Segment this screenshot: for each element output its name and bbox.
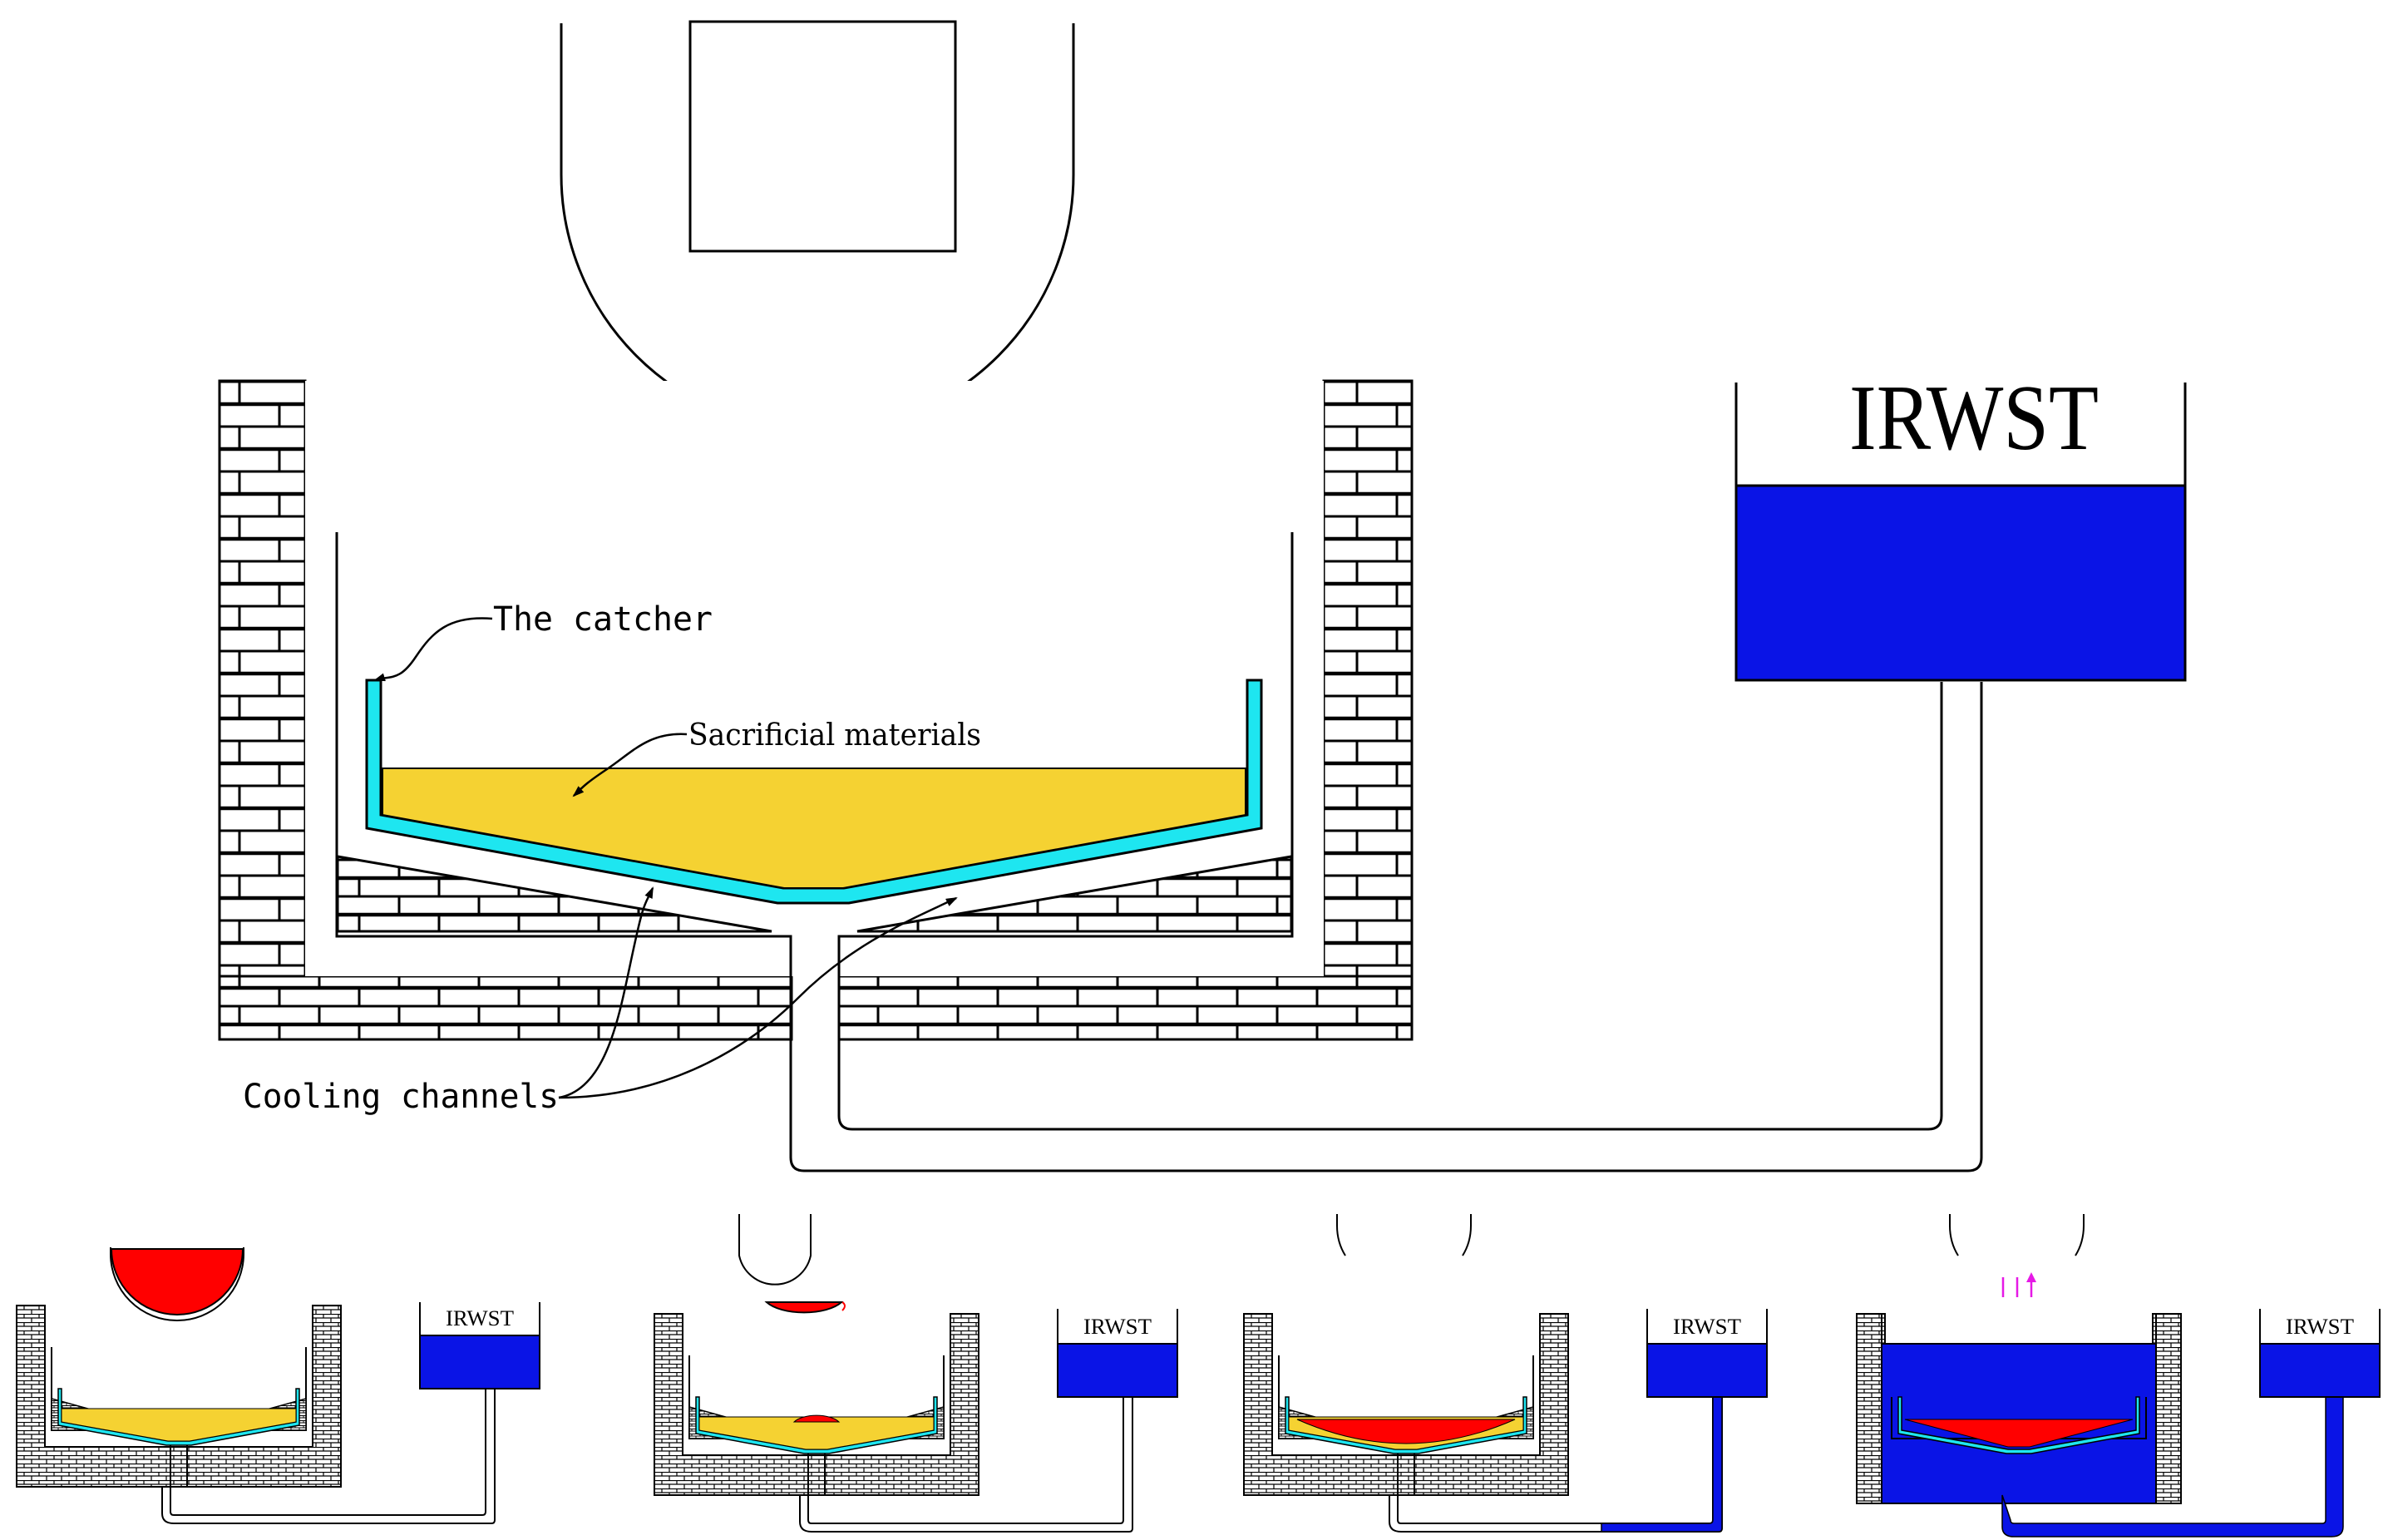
sacrificial-materials [382,768,1246,889]
irwst-tank: IRWST [1734,367,2187,682]
stage-panel-4: IRWST [1856,1214,2381,1538]
catcher-label: The catcher [493,600,713,639]
steam-arrows-icon [2001,1277,2031,1297]
irwst-label-1: IRWST [446,1306,514,1330]
melt-in-vessel [110,1248,244,1315]
cooling-water-pipe [789,682,1983,1172]
irwst-label: IRWST [1849,367,2099,470]
floor-brick-wedges [336,855,1293,933]
irwst-label-2: IRWST [1083,1315,1152,1339]
irwst-water [1734,484,2187,682]
sacrificial-label: Sacrificial materials [688,718,981,753]
concrete-wall [218,379,1414,1041]
reactor-core-box [688,20,957,253]
core-catcher [365,679,1263,905]
stage-panel-3: IRWST [1243,1214,1768,1533]
melt-drip [764,1301,844,1314]
cooling-label: Cooling channels [243,1078,559,1116]
annotations: The catcher Sacrificial materials Coolin… [243,600,981,1116]
stage-panel-1: IRWST [16,1247,540,1524]
vessel-bottom [110,1247,244,1321]
cavity-outline [335,532,1294,976]
irwst-label-4: IRWST [2286,1315,2354,1339]
irwst-label-3: IRWST [1673,1315,1741,1339]
vessel-bottom [1949,1214,2085,1256]
reactor-vessel [560,20,1075,432]
vessel-bottom [738,1214,812,1286]
catcher-wall [365,679,1263,905]
vessel-bottom [1336,1214,1472,1256]
stage-panel-2: IRWST [654,1214,1178,1533]
